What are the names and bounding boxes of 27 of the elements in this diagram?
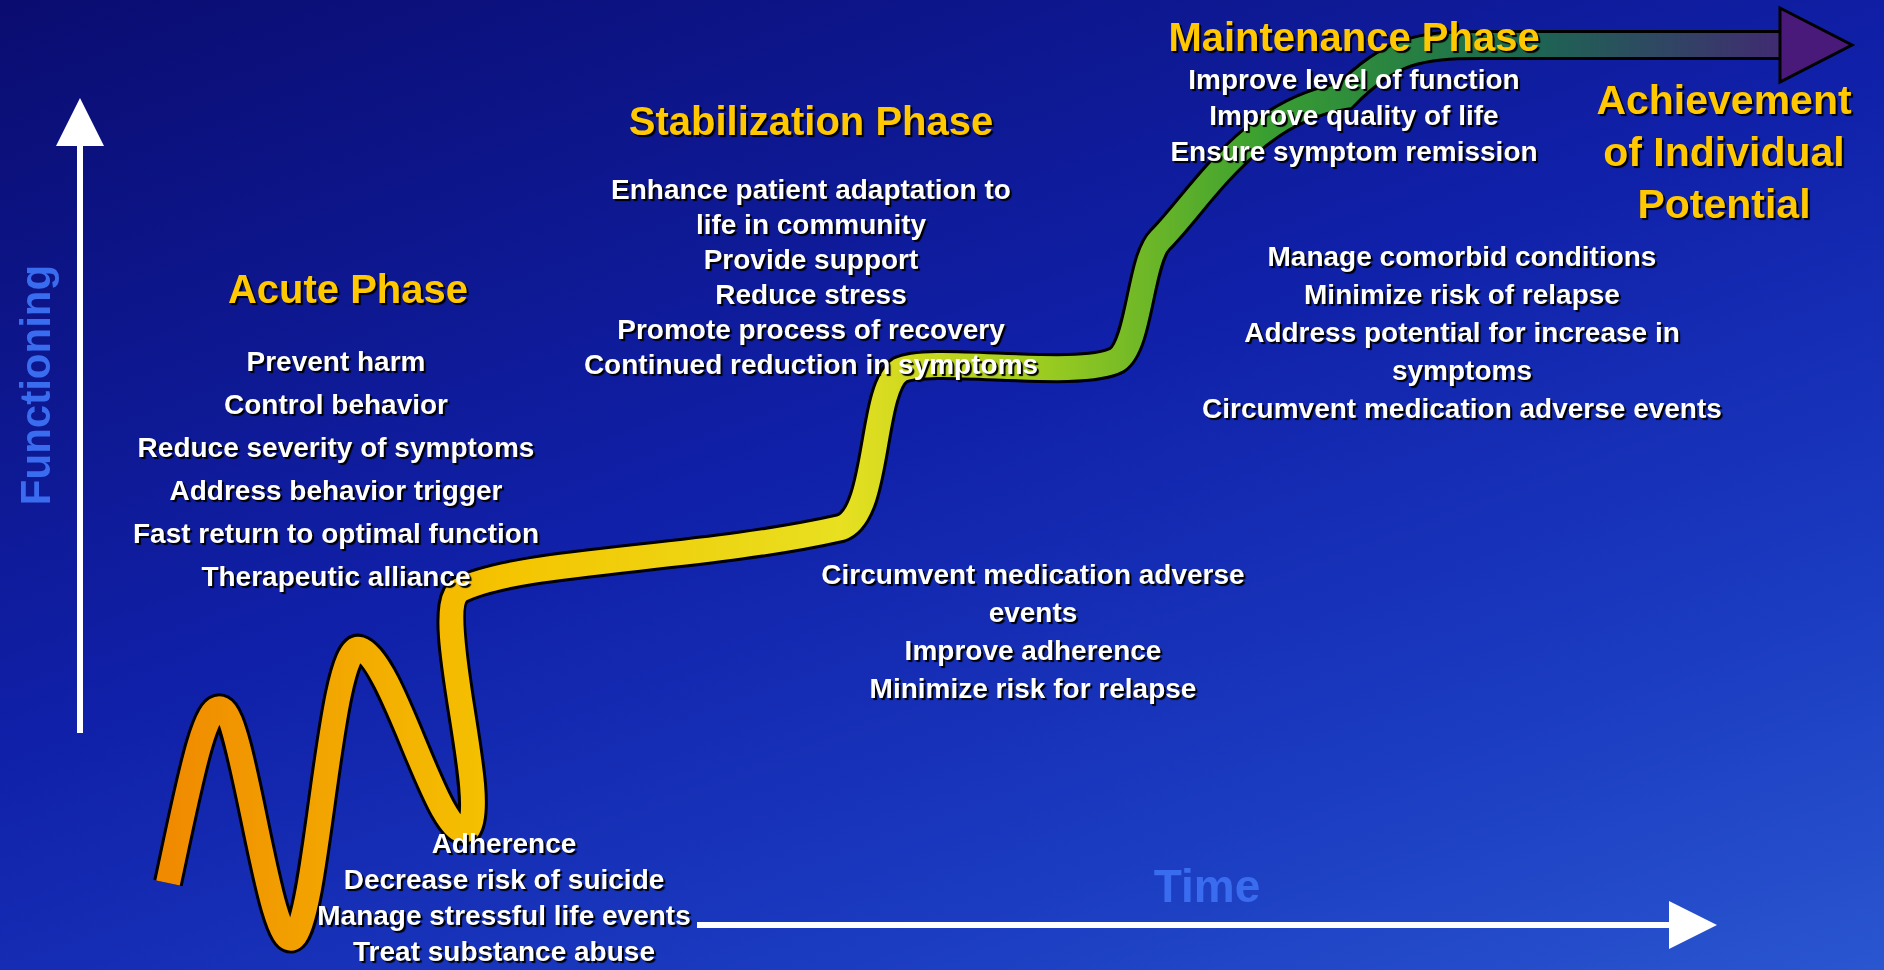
goal-text: Address behavior trigger (169, 474, 503, 508)
phase-heading: Acute Phase (227, 266, 469, 312)
goal-text: Minimize risk of relapse (1304, 278, 1620, 312)
goal-text: Adherence (431, 827, 577, 861)
goal-text: Reduce severity of symptoms (137, 431, 535, 465)
goal-text: Address potential for increase in symptoms (1243, 316, 1681, 388)
axis-title: Functioning (12, 264, 60, 506)
goal-text: Promote process of recovery (617, 313, 1005, 347)
goal-text: Minimize risk for relapse (869, 672, 1197, 706)
goal-text: Continued reduction in symptoms (583, 348, 1039, 382)
goal-text: Improve adherence (904, 634, 1162, 668)
phase-heading: Stabilization Phase (628, 98, 994, 144)
goal-text: Circumvent medication adverse events (820, 558, 1246, 630)
goal-text: Decrease risk of suicide (343, 863, 665, 897)
goal-text: Prevent harm (246, 345, 426, 379)
goal-text: Provide support (703, 243, 919, 277)
goal-text: Control behavior (224, 388, 448, 422)
goal-text: Reduce stress (715, 278, 907, 312)
goal-text: Manage comorbid conditions (1267, 240, 1657, 274)
goal-text: Improve quality of life (1209, 99, 1499, 133)
goal-text: Manage stressful life events (317, 899, 691, 933)
goal-text: Enhance patient adaptation to life in community (610, 173, 1012, 242)
outcome-heading: Achievement of Individual Potential (1595, 76, 1853, 229)
goal-text: Fast return to optimal function (133, 517, 539, 551)
goal-text: Circumvent medication adverse events (1202, 392, 1722, 426)
phase-heading: Maintenance Phase (1168, 14, 1540, 60)
goal-text: Treat substance abuse (353, 935, 655, 969)
